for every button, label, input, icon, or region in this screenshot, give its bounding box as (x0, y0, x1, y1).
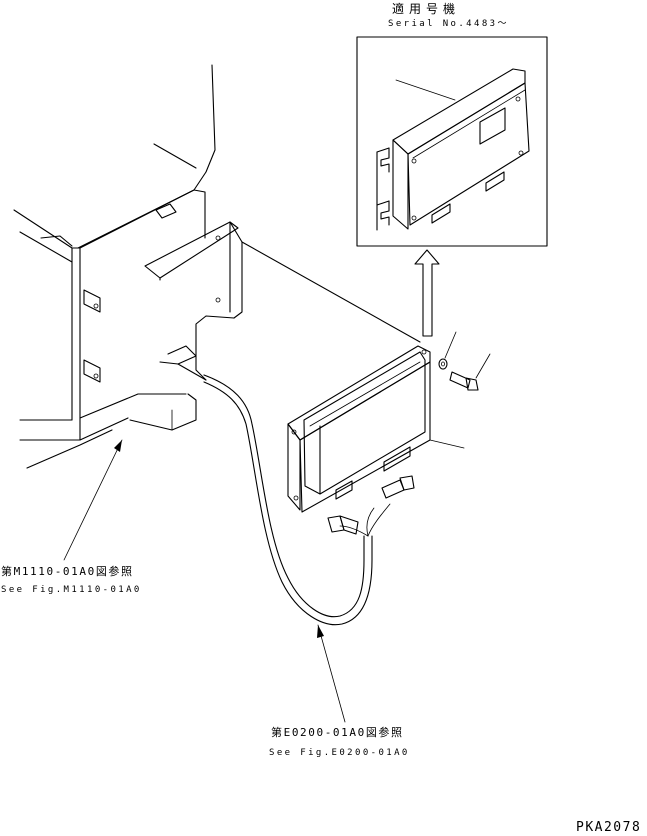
reference-m1110-en: See Fig.M1110-01A0 (1, 585, 142, 595)
washer (438, 331, 457, 370)
leader-arrow-frame (63, 439, 123, 561)
wire-harness (203, 374, 415, 626)
bolt (449, 353, 491, 391)
reference-m1110-jp: 第M1110-01A0図参照 (1, 565, 134, 578)
up-arrow (414, 249, 440, 337)
mounting-plate (144, 221, 421, 381)
reference-e0200-jp: 第E0200-01A0図参照 (271, 726, 404, 739)
applicable-serial-jp: 適用号機 (392, 2, 461, 16)
applicable-serial-en: Serial No.4483〜 (388, 19, 509, 29)
controller-unit (287, 345, 465, 513)
machine-frame (13, 64, 216, 469)
leader-arrow-harness (317, 624, 346, 723)
reference-e0200-en: See Fig.E0200-01A0 (269, 748, 410, 758)
inset-controller-unit (376, 68, 530, 231)
figure-code: PKA2078 (576, 820, 642, 835)
inset-detail-frame (356, 36, 548, 247)
